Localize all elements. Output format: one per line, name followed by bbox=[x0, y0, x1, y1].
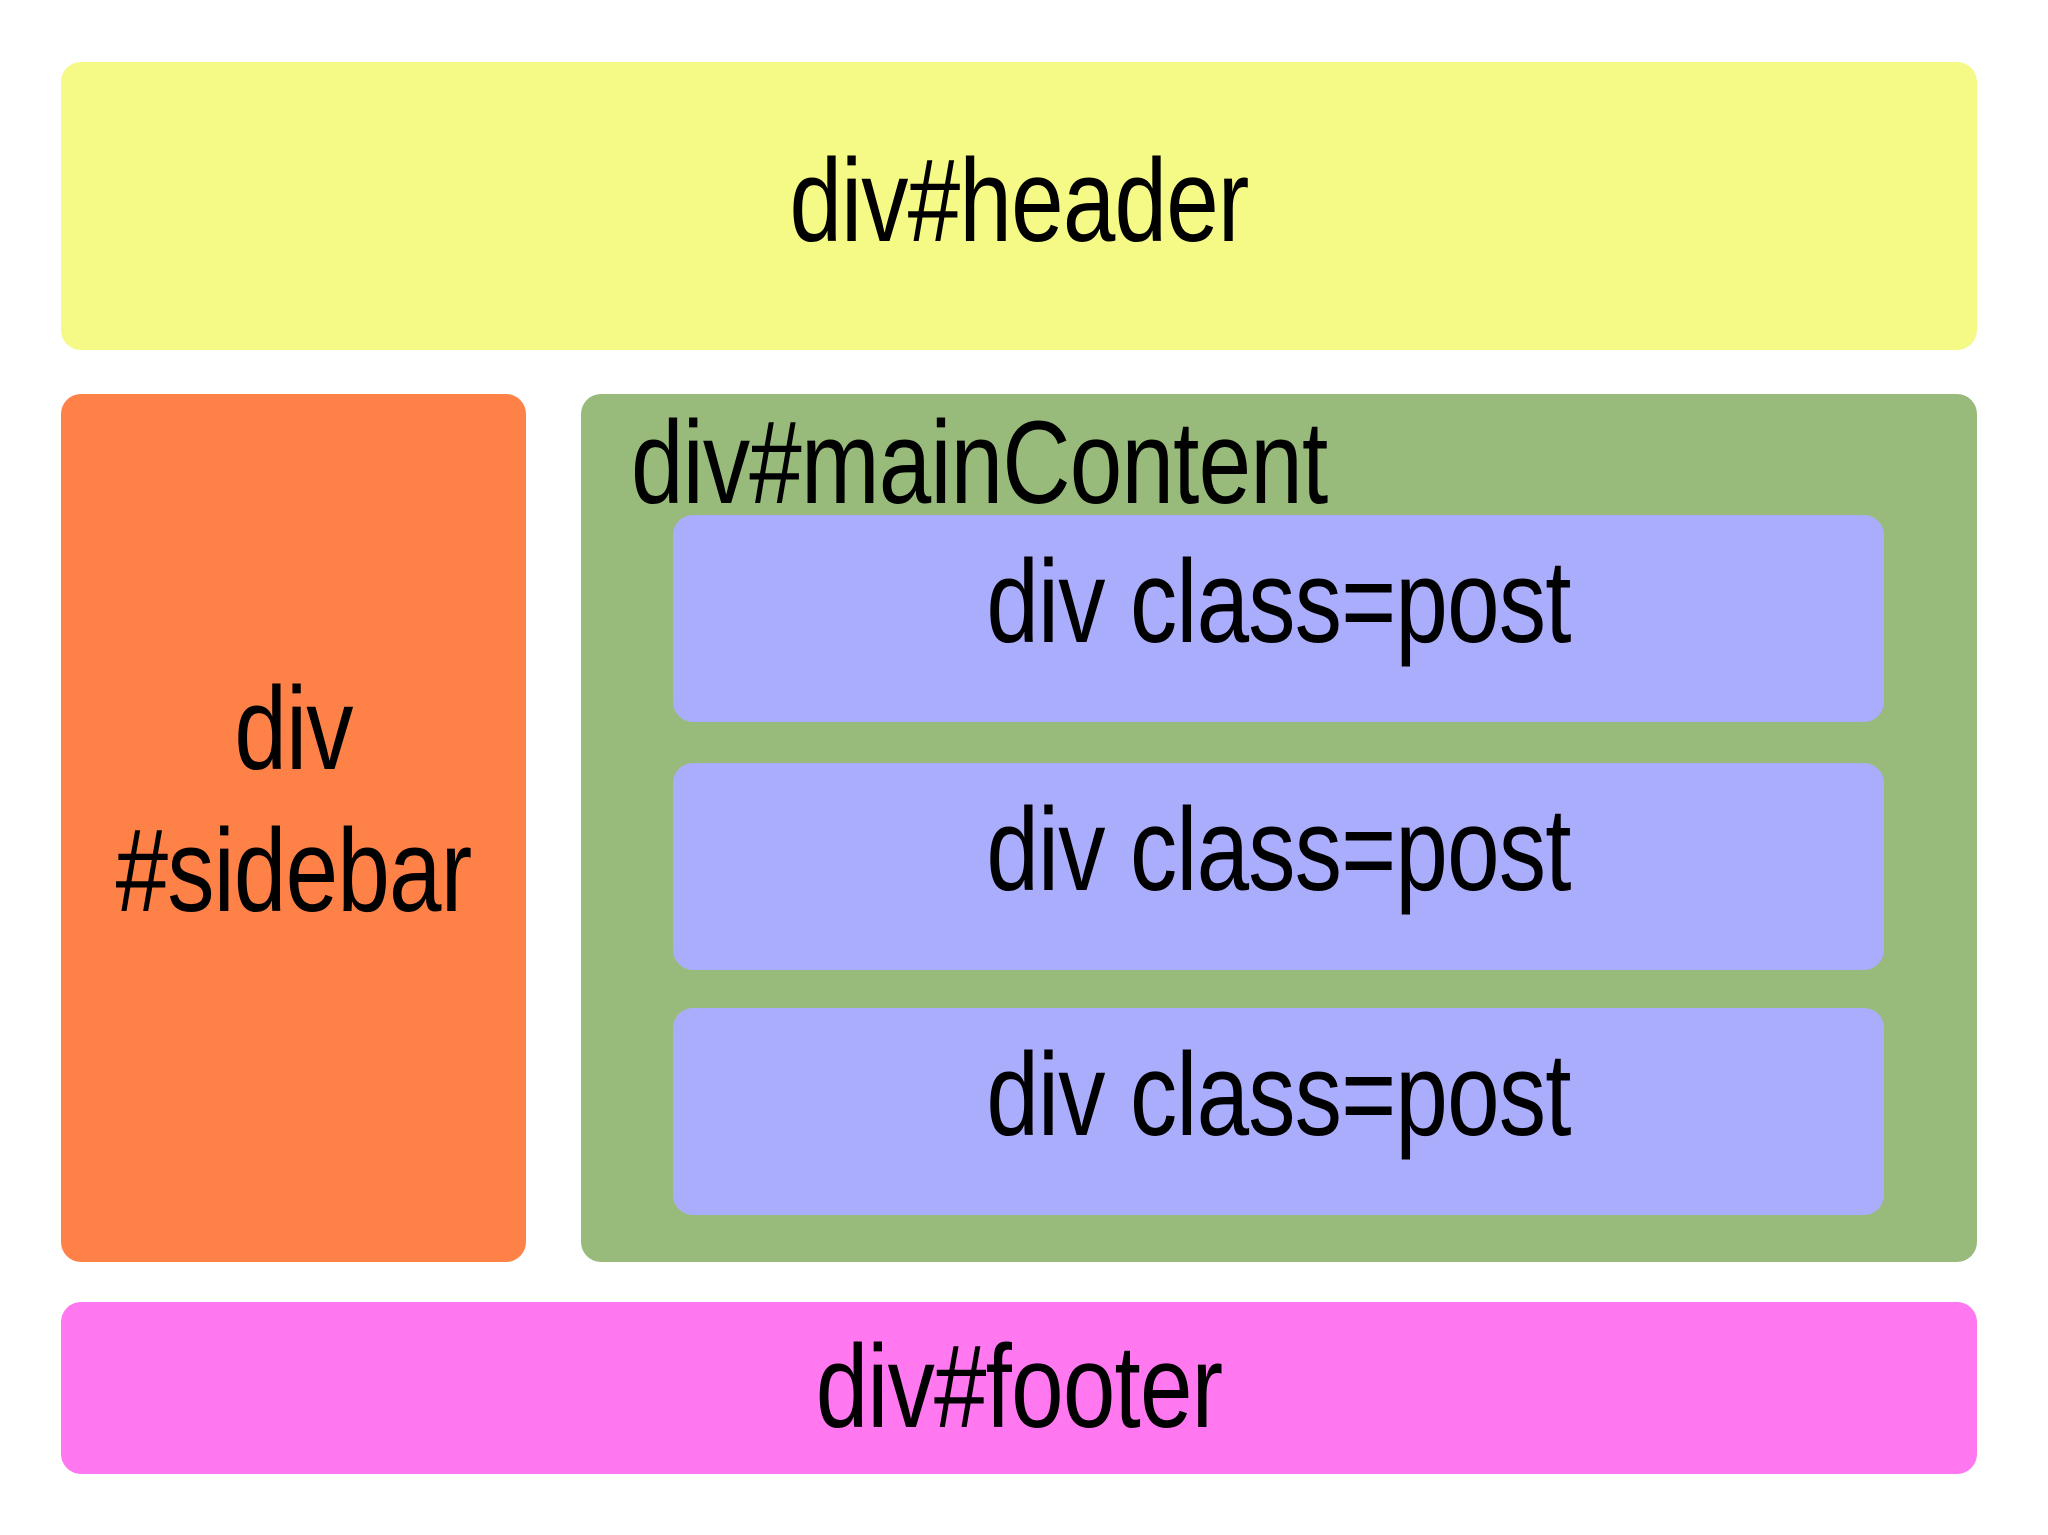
main-content-box: div#mainContent div class=post div class… bbox=[581, 394, 1977, 1262]
footer-box: div#footer bbox=[61, 1302, 1977, 1474]
main-content-label: div#mainContent bbox=[631, 397, 1328, 529]
header-label: div#header bbox=[789, 135, 1249, 267]
sidebar-box: div #sidebar bbox=[61, 394, 526, 1262]
sidebar-label-line2: #sidebar bbox=[115, 805, 473, 937]
sidebar-label-line1: div bbox=[234, 663, 353, 795]
post-box: div class=post bbox=[673, 515, 1884, 722]
post-label: div class=post bbox=[986, 536, 1571, 668]
post-box: div class=post bbox=[673, 1008, 1884, 1215]
post-label: div class=post bbox=[986, 1029, 1571, 1161]
post-box: div class=post bbox=[673, 763, 1884, 970]
header-box: div#header bbox=[61, 62, 1977, 350]
footer-label: div#footer bbox=[815, 1321, 1223, 1453]
post-label: div class=post bbox=[986, 784, 1571, 916]
